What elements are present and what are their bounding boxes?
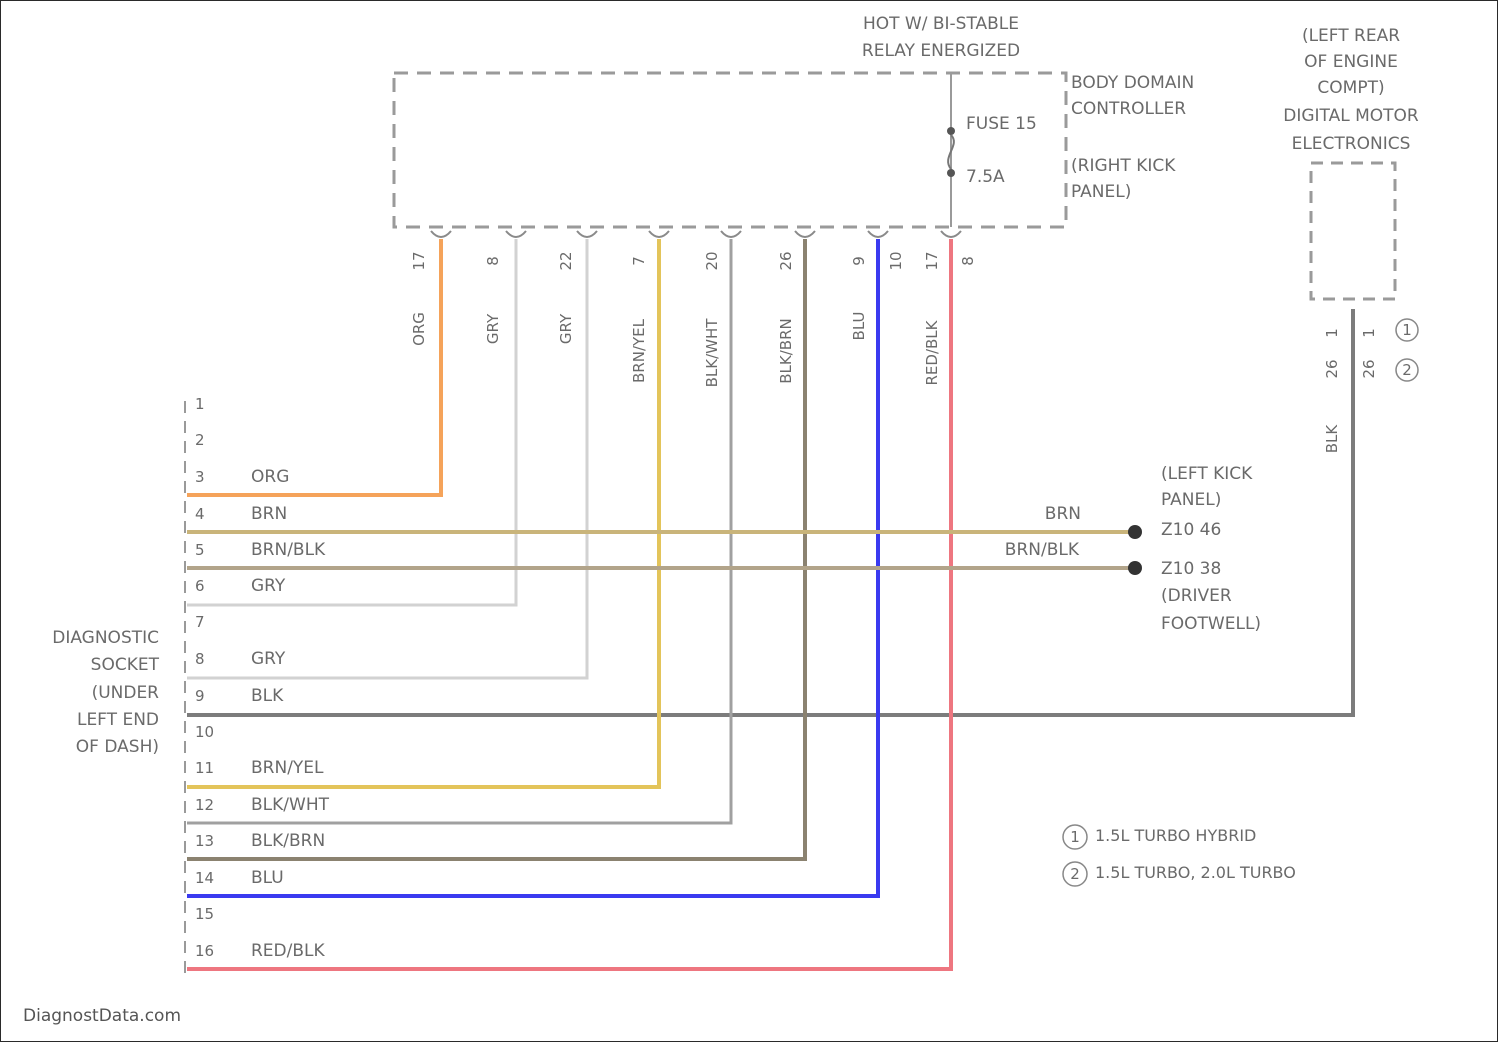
wire-gry-6	[187, 239, 516, 605]
diag-pin-7: 7	[195, 613, 205, 631]
variant-marker-1: 1	[1402, 321, 1412, 339]
dme-label-5: ELECTRONICS	[1292, 134, 1411, 154]
fuse-rating: 7.5A	[966, 167, 1005, 187]
diag-label-4: LEFT END	[77, 710, 159, 730]
driver-footwell-2: FOOTWELL)	[1161, 614, 1261, 634]
dme-label-3: COMPT)	[1317, 78, 1384, 98]
variant-marker-2: 2	[1402, 361, 1412, 379]
bdc-wire-brnyel: BRN/YEL	[630, 318, 648, 383]
bdc-wire-gry-2: GRY	[557, 313, 575, 344]
right-kick-label-1: (RIGHT KICK	[1071, 156, 1176, 176]
ground-splice-1	[1128, 525, 1142, 539]
bdc-wire-org: ORG	[410, 312, 428, 346]
diag-wire-6: GRY	[251, 576, 286, 596]
dme-label-1: (LEFT REAR	[1302, 26, 1400, 46]
legend-marker-1: 1	[1070, 828, 1080, 846]
ground-wire-brnblk: BRN/BLK	[1005, 540, 1080, 560]
diag-label-1: DIAGNOSTIC	[52, 628, 159, 648]
bdc-pin-blu-2: 10	[887, 251, 905, 270]
diag-pin-4: 4	[195, 505, 205, 523]
diag-wire-5: BRN/BLK	[251, 540, 326, 560]
diag-pin-9: 9	[195, 687, 205, 705]
watermark: DiagnostData.com	[23, 1006, 181, 1026]
bdc-connector-cups	[431, 231, 961, 237]
diag-wire-4: BRN	[251, 504, 287, 524]
diag-pin-13: 13	[195, 832, 214, 850]
wire-blk-9	[187, 309, 1353, 715]
relay-label-1: HOT W/ BI-STABLE	[863, 14, 1019, 34]
bdc-wire-blu: BLU	[850, 312, 868, 341]
diag-pin-12: 12	[195, 796, 214, 814]
wire-gry-8	[187, 239, 587, 678]
dme-box	[1311, 163, 1395, 299]
diag-pin-15: 15	[195, 905, 214, 923]
diag-pin-5: 5	[195, 541, 205, 559]
diag-wire-8: GRY	[251, 649, 286, 669]
legend-text-1: 1.5L TURBO HYBRID	[1095, 826, 1256, 845]
diag-wire-16: RED/BLK	[251, 941, 326, 961]
dme-wire-label: BLK	[1323, 424, 1341, 454]
ground-wire-brn: BRN	[1045, 504, 1081, 524]
dme-pin-2: 26	[1323, 359, 1341, 378]
fuse-label: FUSE 15	[966, 114, 1037, 134]
bdc-pin-redblk-2: 8	[959, 256, 977, 266]
ground-z1: Z10 46	[1161, 520, 1221, 540]
wire-org	[187, 239, 441, 495]
driver-footwell-1: (DRIVER	[1161, 586, 1232, 606]
bdc-wire-blkbrn: BLK/BRN	[777, 318, 795, 383]
ground-z2: Z10 38	[1161, 559, 1221, 579]
bdc-pin-gry-1: 8	[484, 256, 502, 266]
ground-splice-2	[1128, 561, 1142, 575]
diag-wire-3: ORG	[251, 467, 289, 487]
bdc-pin-blu-1: 9	[850, 256, 868, 266]
bdc-pin-brnyel: 7	[630, 256, 648, 266]
legend-text-2: 1.5L TURBO, 2.0L TURBO	[1095, 863, 1296, 882]
diag-pin-8: 8	[195, 650, 205, 668]
bdc-label-2: CONTROLLER	[1071, 99, 1186, 119]
relay-label-2: RELAY ENERGIZED	[862, 41, 1020, 61]
bdc-box	[394, 73, 1066, 227]
diag-pin-1: 1	[195, 395, 205, 413]
dme-pin-1: 1	[1323, 328, 1341, 338]
diag-label-5: OF DASH)	[76, 737, 159, 757]
bdc-label-1: BODY DOMAIN	[1071, 73, 1194, 93]
diag-wire-9: BLK	[251, 686, 284, 706]
diag-pin-10: 10	[195, 723, 214, 741]
dme-label-2: OF ENGINE	[1304, 52, 1398, 72]
right-kick-label-2: PANEL)	[1071, 182, 1131, 202]
diag-label-2: SOCKET	[91, 655, 160, 675]
bdc-wire-gry-1: GRY	[484, 313, 502, 344]
left-kick-label-1: (LEFT KICK	[1161, 464, 1253, 484]
bdc-pin-blkwht: 20	[703, 251, 721, 270]
diag-pin-14: 14	[195, 869, 214, 887]
bdc-pin-gry-2: 22	[557, 251, 575, 270]
bdc-pin-redblk-1: 17	[923, 251, 941, 270]
diag-label-3: (UNDER	[92, 683, 160, 703]
diag-pin-2: 2	[195, 431, 205, 449]
bdc-pin-blkbrn: 26	[777, 251, 795, 270]
diag-wire-12: BLK/WHT	[251, 795, 330, 815]
fuse-terminal-bottom	[947, 169, 955, 177]
fuse-terminal-top	[947, 127, 955, 135]
diag-pin-6: 6	[195, 577, 205, 595]
diag-pin-11: 11	[195, 759, 214, 777]
dme-pin-1-alt: 1	[1360, 328, 1378, 338]
diag-pin-16: 16	[195, 942, 214, 960]
bdc-wire-blkwht: BLK/WHT	[703, 318, 721, 388]
diag-pin-3: 3	[195, 468, 205, 486]
diag-wire-13: BLK/BRN	[251, 831, 325, 851]
bdc-wire-redblk: RED/BLK	[923, 319, 941, 385]
left-kick-label-2: PANEL)	[1161, 490, 1221, 510]
bdc-pin-org: 17	[410, 251, 428, 270]
legend-marker-2: 2	[1070, 865, 1080, 883]
diag-wire-14: BLU	[251, 868, 284, 888]
diag-wire-11: BRN/YEL	[251, 758, 324, 778]
dme-pin-2-alt: 26	[1360, 359, 1378, 378]
dme-label-4: DIGITAL MOTOR	[1283, 106, 1419, 126]
